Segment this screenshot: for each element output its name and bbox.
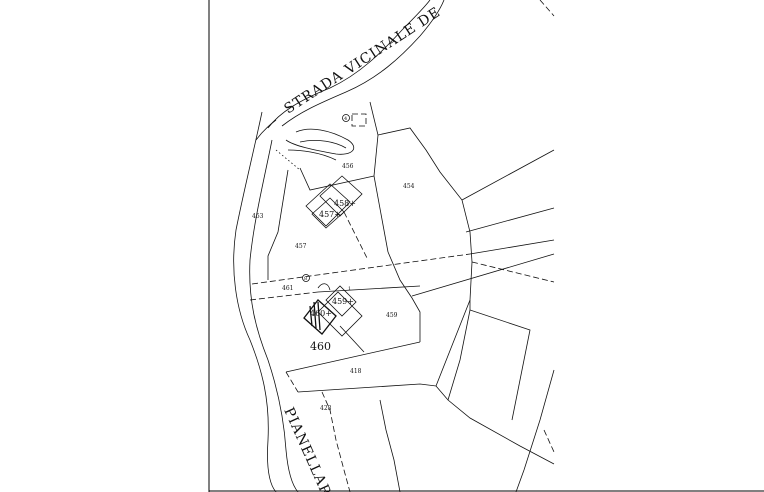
marker-label: 4 — [344, 116, 347, 122]
parcel-label-457: 457 — [295, 243, 307, 250]
parcel-label-459: 459 — [386, 312, 398, 319]
parcel-label-460-plus: 460+ — [310, 309, 332, 318]
parcel-label-456: 456 — [342, 163, 354, 170]
parcel-label-460: 460 — [310, 340, 331, 353]
parcel-label-458-plus: 458+ — [334, 199, 356, 208]
parcel-label-457-plus: 457+ — [319, 210, 341, 219]
parcel-label-454: 454 — [403, 183, 415, 190]
road-label-top: STRADA VICINALE DE — [281, 4, 443, 117]
building-459-460 — [303, 283, 363, 337]
parcel-label-459-plus: 459+ — [332, 297, 354, 306]
marker-label: 8 — [304, 276, 307, 282]
road-pianellara — [233, 111, 299, 492]
building-457-458 — [305, 175, 363, 229]
road-strada-vicinale — [255, 0, 445, 141]
hairpin-path — [285, 113, 367, 161]
parcel-boundaries — [249, 0, 555, 492]
parcel-label-461: 461 — [282, 285, 293, 292]
marker-label: 1 — [348, 286, 351, 292]
markers: 4 8 1 — [302, 114, 351, 292]
parcel-label-428: 428 — [320, 405, 332, 412]
parcel-label-418: 418 — [350, 368, 362, 375]
road-label-bottom: PIANELLARA — [280, 405, 338, 492]
parcel-label-453: 453 — [252, 213, 264, 220]
